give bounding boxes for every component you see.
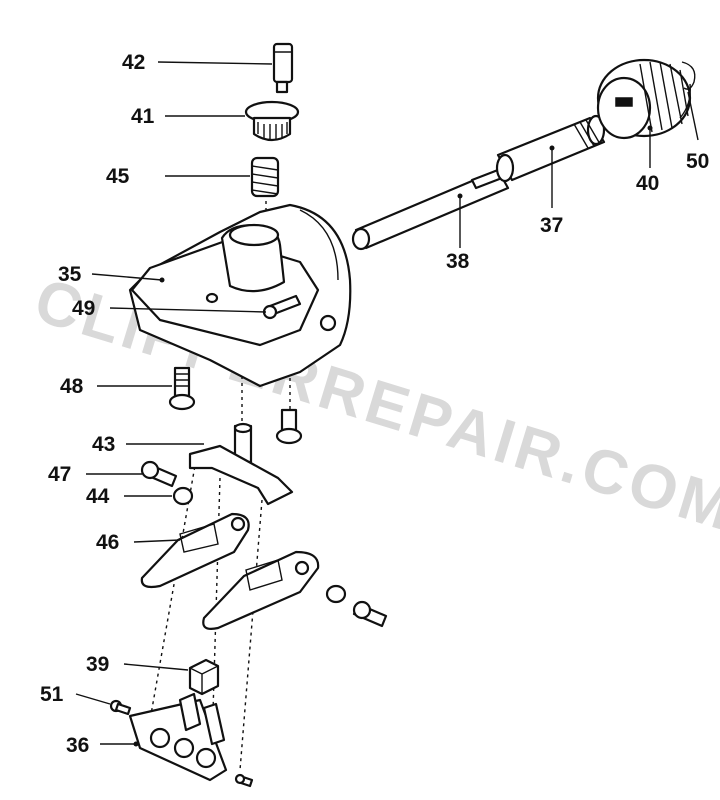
part-40-wheel xyxy=(596,58,692,140)
callout-35: 35 xyxy=(58,263,82,286)
part-36-base xyxy=(128,692,228,782)
part-51-screw xyxy=(109,699,132,716)
bushing-right xyxy=(325,584,347,604)
callout-38: 38 xyxy=(446,250,470,273)
callout-41: 41 xyxy=(131,105,155,128)
watermark-text: CLIPPERREPAIR.COM xyxy=(27,266,720,545)
part-50-clip xyxy=(679,61,696,119)
callout-40: 40 xyxy=(636,172,659,195)
callout-39: 39 xyxy=(86,653,109,676)
part-42-pin xyxy=(272,42,294,94)
callout-43: 43 xyxy=(92,433,115,456)
callout-47: 47 xyxy=(48,463,71,486)
screw-bottom xyxy=(234,773,254,788)
part-46-lever-left xyxy=(140,512,250,589)
screw-right xyxy=(352,600,388,628)
part-48-screw xyxy=(168,366,196,411)
screw-under-housing xyxy=(275,408,303,445)
callout-51: 51 xyxy=(40,683,64,706)
callout-37: 37 xyxy=(540,214,563,237)
callout-labels: 42 41 45 35 49 38 37 40 50 48 43 47 44 4… xyxy=(40,51,709,757)
callout-45: 45 xyxy=(106,165,130,188)
part-43-bracket xyxy=(188,422,294,506)
leader-lines xyxy=(75,61,699,747)
callout-50: 50 xyxy=(686,150,709,173)
part-45-spring xyxy=(250,156,280,198)
callout-49: 49 xyxy=(72,297,95,320)
callout-46: 46 xyxy=(96,531,119,554)
callout-36: 36 xyxy=(66,734,89,757)
callout-44: 44 xyxy=(86,485,110,508)
part-41-knob xyxy=(244,100,300,142)
callout-42: 42 xyxy=(122,51,145,74)
lever-right xyxy=(202,550,320,630)
watermark: CLIPPERREPAIR.COM xyxy=(27,266,720,545)
part-38-shaft xyxy=(351,168,510,251)
part-47-screw xyxy=(140,460,178,488)
callout-48: 48 xyxy=(60,375,84,398)
part-44-bushing xyxy=(172,486,194,506)
part-39-block xyxy=(188,658,220,696)
part-49-screw xyxy=(262,294,302,320)
